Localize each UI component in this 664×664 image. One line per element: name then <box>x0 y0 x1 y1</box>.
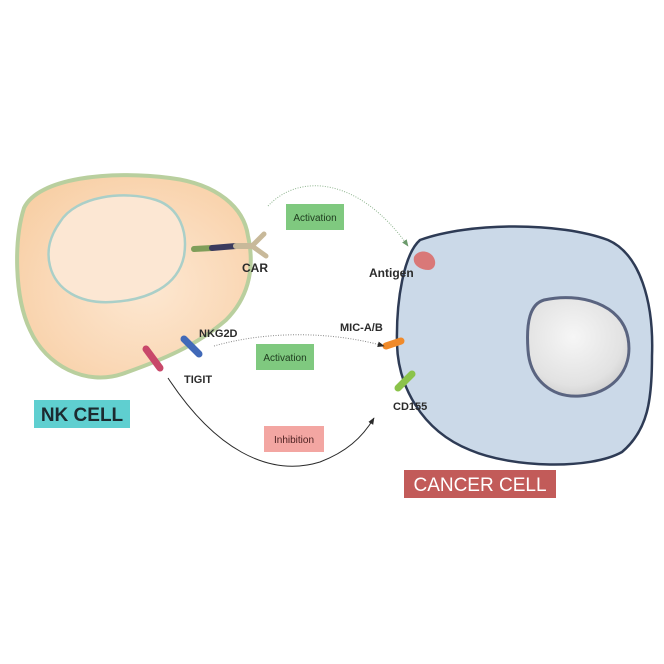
nk-cell-badge: NK CELL <box>34 400 130 428</box>
tigit-label: TIGIT <box>184 374 212 386</box>
mic-label: MIC-A/B <box>340 322 383 334</box>
nkg2d-activation-arrow <box>213 334 385 347</box>
nk-cell-title: NK CELL <box>41 405 124 426</box>
nkg2d-label: NKG2D <box>199 328 238 340</box>
cancer-cell-membrane <box>395 225 654 466</box>
cancer-cell-badge: CANCER CELL <box>404 470 556 498</box>
nk-cell-nucleus <box>47 194 187 304</box>
tigit-receptor <box>142 345 164 372</box>
nkg2d-activation-box: Activation <box>256 344 314 370</box>
cancer-cell-title: CANCER CELL <box>413 475 546 496</box>
inhibition-box: Inhibition <box>264 426 324 452</box>
cd155-ligand <box>394 370 416 392</box>
cancer-cell <box>395 225 654 466</box>
nkg2d-receptor <box>180 335 203 358</box>
cd155-label: CD155 <box>393 401 427 413</box>
tigit-inhibition-arrow <box>167 377 375 467</box>
car-activation-box: Activation <box>286 204 344 230</box>
cancer-cell-nucleus <box>526 296 631 398</box>
antigen-ligand <box>413 251 436 270</box>
nkg2d-activation-label: Activation <box>263 353 306 364</box>
nk-cell <box>15 173 253 380</box>
car-label: CAR <box>242 261 268 275</box>
inhibition-label: Inhibition <box>274 435 314 446</box>
mic-ligand <box>382 337 405 350</box>
car-activation-label: Activation <box>293 213 336 224</box>
car-receptor <box>191 231 269 259</box>
antigen-label: Antigen <box>369 266 414 280</box>
